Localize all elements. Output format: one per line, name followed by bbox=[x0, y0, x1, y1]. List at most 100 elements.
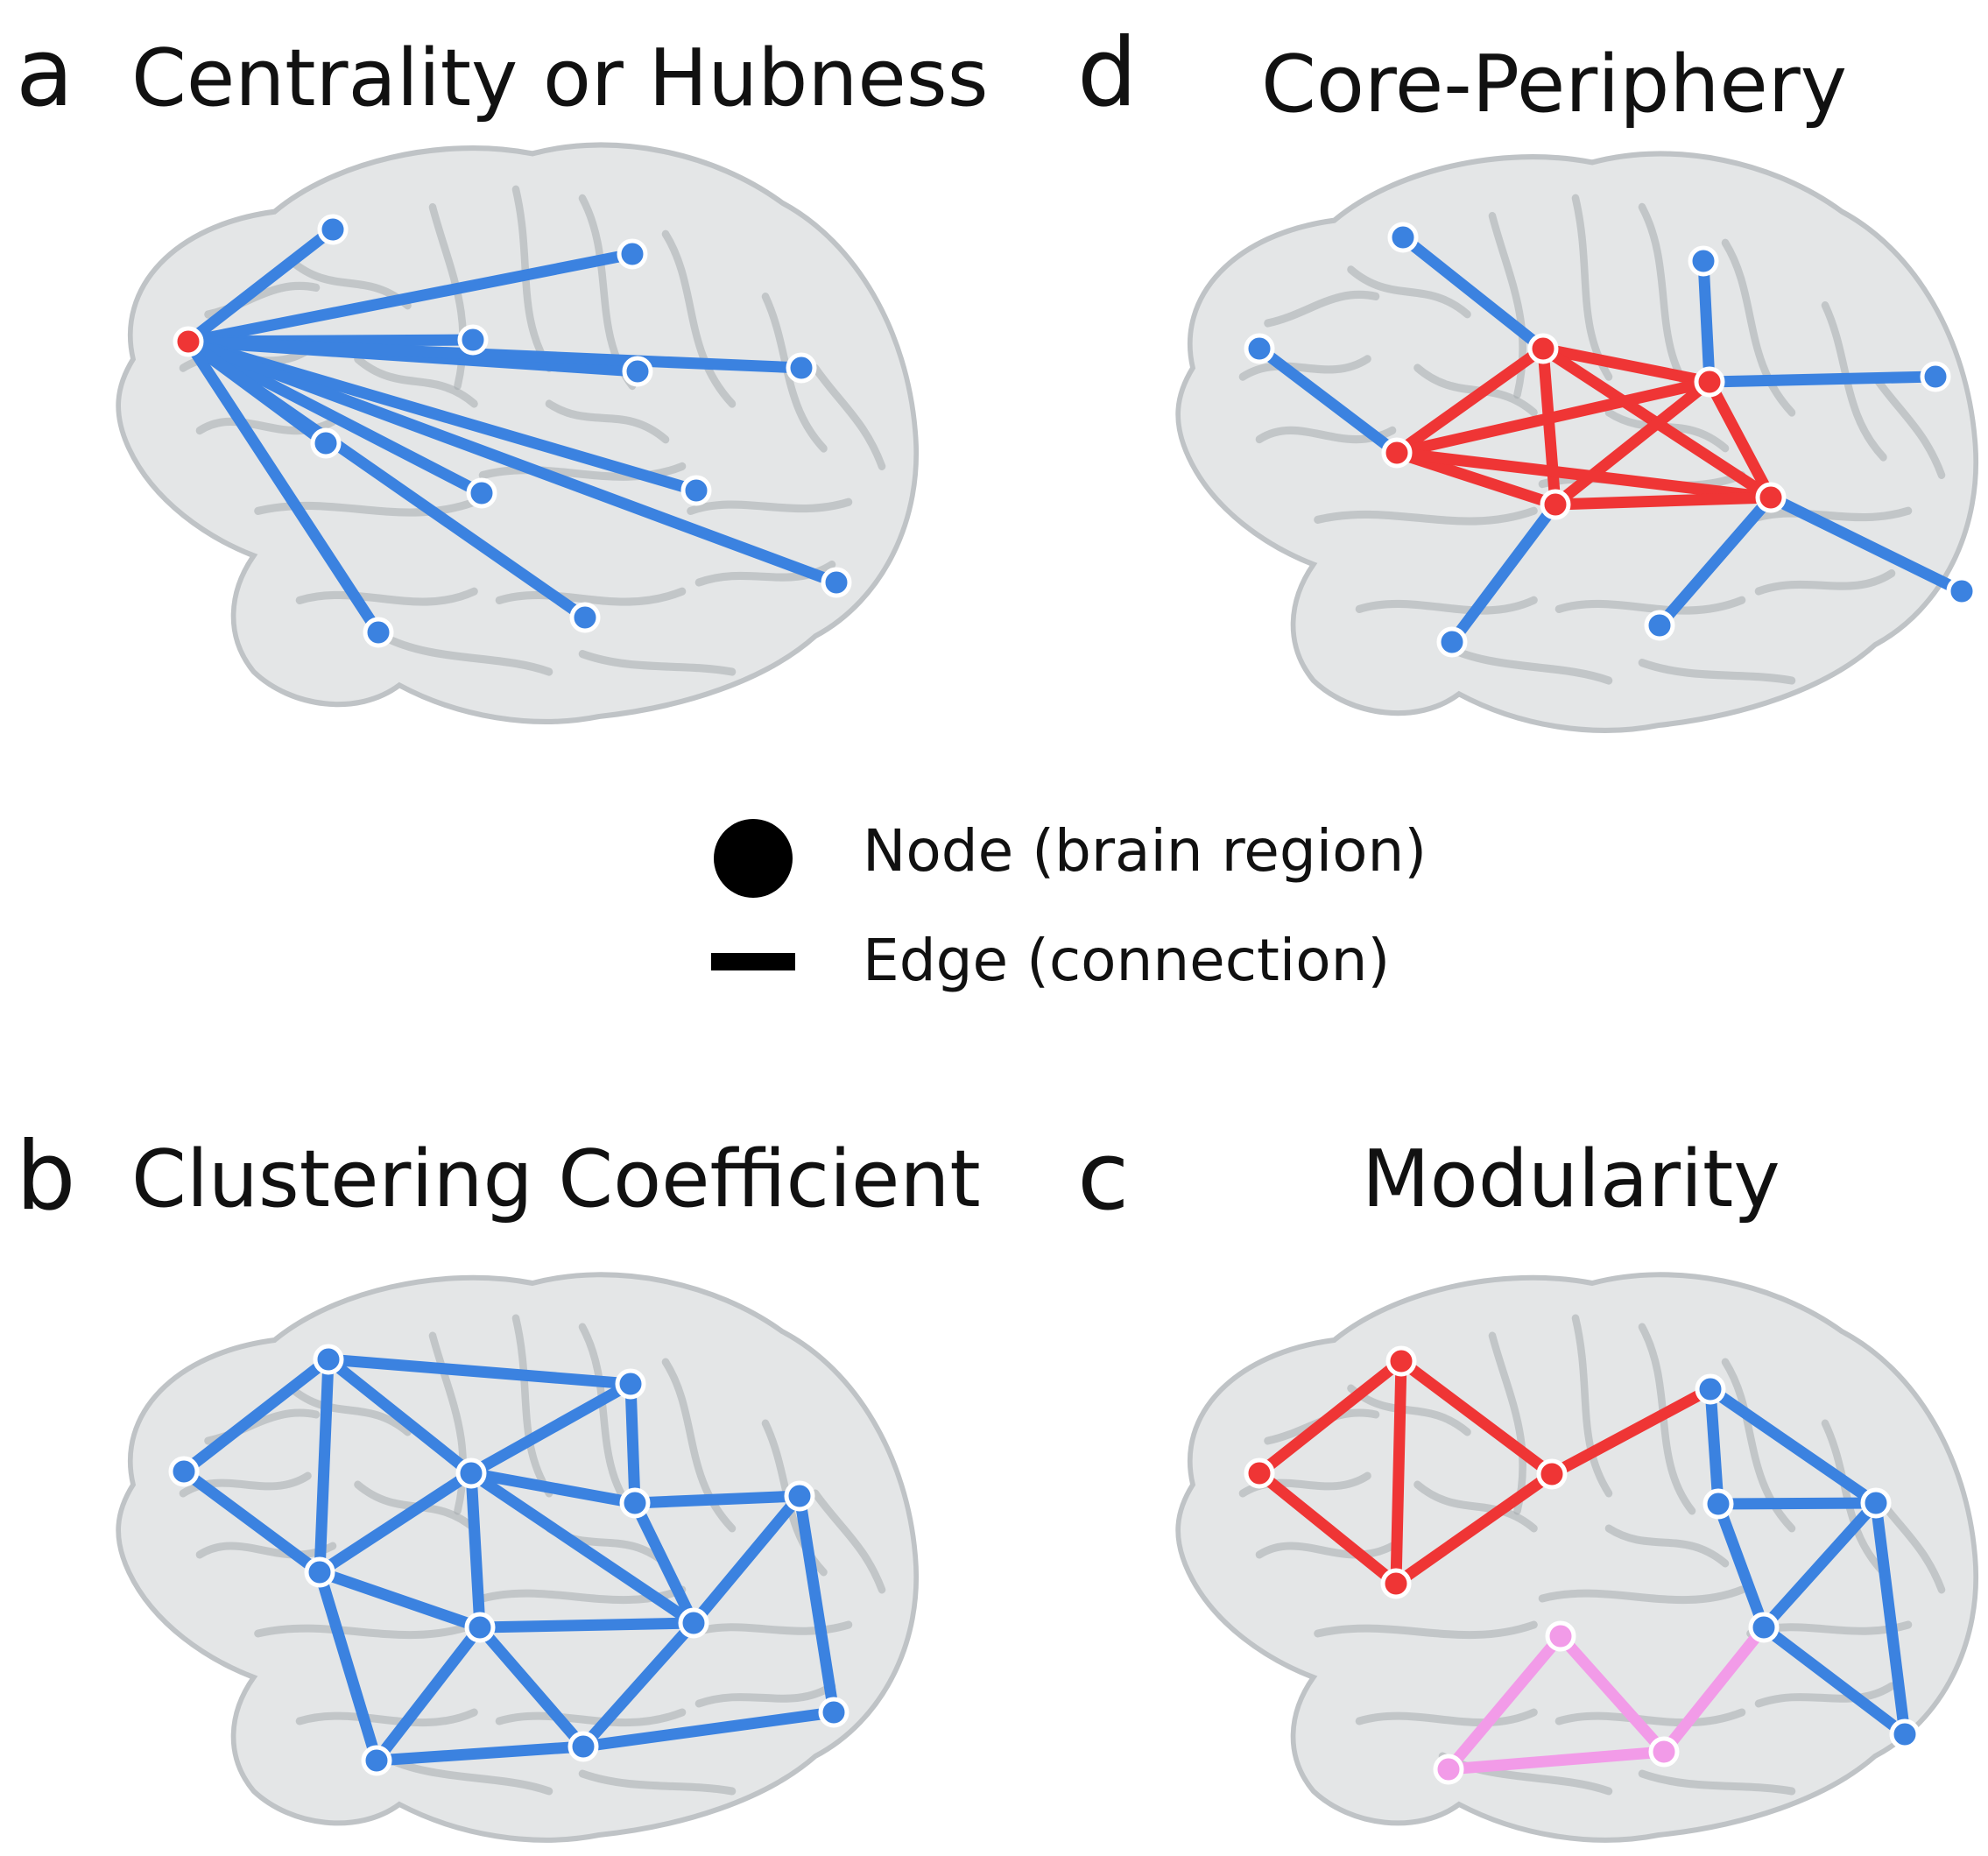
panel-b-title: Clustering Coefficient bbox=[131, 1133, 981, 1225]
panel-d-title: Core-Periphery bbox=[1261, 39, 1848, 131]
c-edge bbox=[1546, 1383, 1717, 1480]
b-edge bbox=[474, 1621, 589, 1753]
b-node bbox=[567, 1731, 599, 1762]
b-sulcus bbox=[694, 1682, 836, 1708]
d-node bbox=[1694, 366, 1725, 398]
d-edge bbox=[1391, 376, 1716, 459]
c-edge bbox=[1395, 1355, 1558, 1480]
brain-d-diagram bbox=[1175, 151, 1978, 733]
d-sulcus bbox=[1754, 569, 1896, 596]
a-sulcus bbox=[287, 257, 412, 310]
d-edge bbox=[1549, 376, 1716, 511]
d-edge bbox=[1253, 342, 1403, 459]
brain-a-diagram bbox=[116, 142, 919, 724]
c-node bbox=[1748, 1612, 1780, 1643]
b-edge bbox=[629, 1497, 700, 1629]
c-sulcus bbox=[1554, 1708, 1746, 1727]
c-node bbox=[1536, 1458, 1568, 1490]
a-node bbox=[821, 567, 852, 598]
panel-a-title: Centrality or Hubness bbox=[131, 32, 989, 124]
a-edge bbox=[182, 335, 842, 589]
a-node bbox=[569, 602, 601, 633]
b-node bbox=[361, 1745, 392, 1776]
b-node bbox=[619, 1487, 651, 1519]
b-sulcus bbox=[254, 1620, 478, 1640]
b-node bbox=[455, 1457, 487, 1489]
a-sulcus bbox=[545, 399, 670, 444]
legend-node-icon bbox=[714, 819, 793, 898]
c-sulcus bbox=[1413, 1480, 1538, 1533]
a-node bbox=[786, 352, 817, 384]
d-edge bbox=[1537, 342, 1716, 388]
legend-edge-icon bbox=[711, 953, 795, 970]
d-edge bbox=[1397, 231, 1549, 355]
a-edge bbox=[182, 248, 638, 348]
c-node bbox=[1385, 1345, 1417, 1377]
c-node bbox=[1545, 1620, 1576, 1652]
a-edge bbox=[182, 335, 591, 624]
c-edge bbox=[1704, 1383, 1882, 1509]
a-node bbox=[310, 427, 342, 459]
c-sulcus bbox=[1314, 1620, 1538, 1640]
c-node bbox=[1433, 1754, 1464, 1785]
d-node bbox=[1644, 610, 1675, 641]
d-node bbox=[1688, 245, 1719, 277]
c-edge bbox=[1712, 1497, 1882, 1510]
a-sulcus bbox=[661, 229, 737, 408]
b-edge bbox=[314, 1566, 486, 1634]
d-edge bbox=[1391, 447, 1777, 504]
b-sulcus bbox=[511, 1314, 553, 1498]
a-sulcus bbox=[495, 587, 687, 606]
b-sulcus bbox=[811, 1489, 886, 1594]
a-edge bbox=[182, 335, 807, 374]
b-edge bbox=[687, 1490, 806, 1629]
c-edge bbox=[1442, 1746, 1670, 1775]
c-sulcus bbox=[1255, 1542, 1397, 1559]
b-node bbox=[313, 1344, 344, 1375]
c-node bbox=[1380, 1568, 1412, 1599]
b-edge bbox=[465, 1467, 486, 1634]
b-sulcus bbox=[287, 1384, 412, 1436]
c-sulcus bbox=[1638, 1769, 1796, 1796]
c-sulcus bbox=[1754, 1682, 1896, 1708]
b-edge bbox=[370, 1740, 589, 1767]
b-node bbox=[304, 1556, 335, 1588]
c-edge bbox=[1758, 1497, 1882, 1634]
b-edge bbox=[465, 1467, 641, 1509]
d-brain-outline bbox=[1175, 151, 1978, 733]
d-edge bbox=[1703, 376, 1777, 504]
c-edge bbox=[1442, 1630, 1567, 1775]
a-node bbox=[363, 617, 394, 648]
b-sulcus bbox=[428, 1331, 467, 1515]
a-node bbox=[466, 477, 497, 509]
b-edge bbox=[314, 1353, 335, 1578]
d-sulcus bbox=[1264, 290, 1380, 328]
c-sulcus bbox=[1488, 1331, 1526, 1515]
a-edge bbox=[182, 335, 488, 499]
c-edge bbox=[1253, 1355, 1407, 1479]
d-node bbox=[1527, 333, 1559, 364]
c-node bbox=[1695, 1373, 1726, 1405]
panel-a-letter: a bbox=[16, 18, 74, 128]
b-sulcus bbox=[578, 1769, 737, 1796]
c-node bbox=[1860, 1487, 1892, 1519]
c-node bbox=[1648, 1736, 1680, 1768]
b-edge bbox=[793, 1490, 840, 1718]
b-edge bbox=[629, 1490, 806, 1509]
d-node bbox=[1755, 482, 1787, 513]
c-sulcus bbox=[1347, 1384, 1471, 1436]
c-edge bbox=[1390, 1355, 1407, 1590]
panel-c-title: Modularity bbox=[1362, 1133, 1780, 1225]
b-node bbox=[818, 1697, 849, 1728]
c-edge bbox=[1758, 1621, 1911, 1740]
b-edge bbox=[314, 1566, 383, 1767]
d-edge bbox=[1697, 255, 1716, 388]
c-edge bbox=[1390, 1468, 1558, 1590]
panel-b-letter: b bbox=[16, 1122, 76, 1231]
b-sulcus bbox=[295, 1708, 478, 1727]
d-node bbox=[1946, 575, 1977, 607]
b-node bbox=[168, 1456, 200, 1487]
a-node bbox=[173, 326, 204, 357]
d-edge bbox=[1765, 491, 1968, 597]
b-edge bbox=[577, 1706, 840, 1753]
